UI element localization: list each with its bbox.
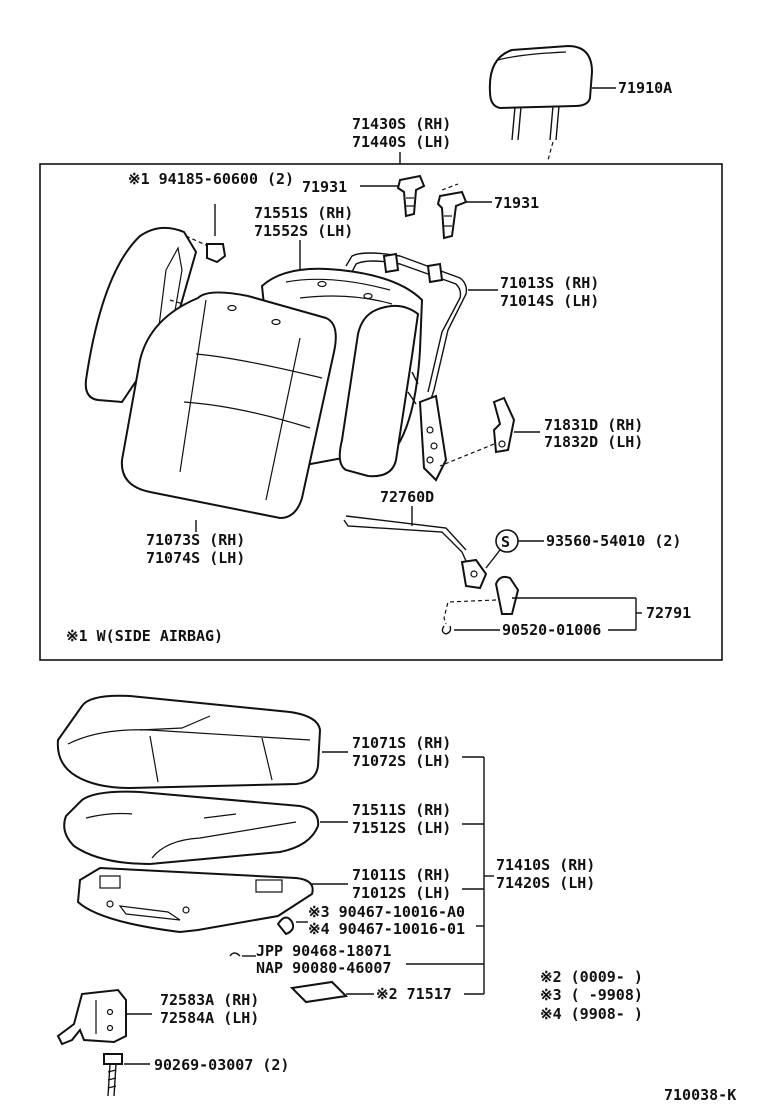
seatback-assembly-illustration bbox=[120, 291, 337, 520]
label-back-assy-rh: 71073S (RH) bbox=[146, 531, 245, 549]
recliner-lever-illustration bbox=[494, 575, 520, 615]
label-cushion-cover-rh: 71071S (RH) bbox=[352, 734, 451, 752]
seatback-frame-illustration bbox=[345, 252, 468, 482]
cushion-cover-illustration bbox=[56, 694, 322, 790]
label-clip: 90520-01006 bbox=[502, 621, 601, 639]
label-bolt: 90269-03007 (2) bbox=[154, 1056, 289, 1074]
footnote-4: ※4 (9908- ) bbox=[540, 1005, 643, 1023]
label-support-left: 71931 bbox=[302, 178, 347, 196]
airbag-nut-illustration bbox=[206, 243, 227, 264]
label-cushion-assy-rh: 71410S (RH) bbox=[496, 856, 595, 874]
label-back-cover-lh: 71440S (LH) bbox=[352, 133, 451, 151]
label-headrest: 71910A bbox=[618, 79, 672, 97]
label-circle-s: S bbox=[501, 533, 510, 551]
figure-id: 710038-K bbox=[664, 1086, 736, 1104]
small-pad-illustration bbox=[289, 980, 349, 1004]
label-back-cover-rh: 71430S (RH) bbox=[352, 115, 451, 133]
label-airbag-nut: ※1 94185-60600 (2) bbox=[128, 170, 294, 188]
headrest-illustration bbox=[488, 44, 594, 161]
label-back-pad-rh: 71551S (RH) bbox=[254, 204, 353, 222]
label-jpp: JPP 90468-18071 bbox=[256, 942, 391, 960]
clip-illustration bbox=[441, 625, 452, 635]
label-screw: 93560-54010 (2) bbox=[546, 532, 681, 550]
footnote-3: ※3 ( -9908) bbox=[540, 986, 643, 1004]
label-cushion-pad-rh: 71511S (RH) bbox=[352, 801, 451, 819]
cushion-bracket-illustration bbox=[56, 988, 127, 1046]
label-hinge-rh: 71831D (RH) bbox=[544, 416, 643, 434]
label-hog-ring-3: ※3 90467-10016-A0 bbox=[308, 903, 465, 921]
label-back-pad-lh: 71552S (LH) bbox=[254, 222, 353, 240]
recliner-rod-illustration bbox=[343, 515, 488, 590]
hinge-cover-illustration bbox=[492, 396, 516, 454]
seatback-group-frame bbox=[39, 163, 723, 661]
label-small-pad: ※2 71517 bbox=[376, 985, 452, 1003]
label-back-assy-lh: 71074S (LH) bbox=[146, 549, 245, 567]
cushion-pad-illustration bbox=[63, 790, 320, 866]
cushion-assy-bracket bbox=[406, 756, 494, 995]
label-cushion-pad-lh: 71512S (LH) bbox=[352, 819, 451, 837]
label-nap: NAP 90080-46007 bbox=[256, 959, 391, 977]
back-side-bolster-illustration bbox=[338, 304, 420, 478]
label-rod: 72760D bbox=[380, 488, 434, 506]
footnote-2: ※2 (0009- ) bbox=[540, 968, 643, 986]
headrest-support-left bbox=[396, 174, 426, 218]
label-cushion-assy-lh: 71420S (LH) bbox=[496, 874, 595, 892]
label-back-frame-lh: 71014S (LH) bbox=[500, 292, 599, 310]
headrest-support-right bbox=[436, 190, 468, 240]
note-side-airbag: ※1 W(SIDE AIRBAG) bbox=[66, 627, 223, 645]
label-lever: 72791 bbox=[646, 604, 691, 622]
label-cushion-cover-lh: 71072S (LH) bbox=[352, 752, 451, 770]
cushion-frame-illustration bbox=[76, 866, 314, 934]
label-hinge-lh: 71832D (LH) bbox=[544, 433, 643, 451]
label-support-right: 71931 bbox=[494, 194, 539, 212]
label-hog-ring-4: ※4 90467-10016-01 bbox=[308, 920, 465, 938]
label-cushion-frame-rh: 71011S (RH) bbox=[352, 866, 451, 884]
label-back-frame-rh: 71013S (RH) bbox=[500, 274, 599, 292]
hog-ring-illustration bbox=[276, 916, 295, 936]
label-bracket-lh: 72584A (LH) bbox=[160, 1009, 259, 1027]
clip-jpp-illustration bbox=[229, 952, 241, 957]
label-cushion-frame-lh: 71012S (LH) bbox=[352, 884, 451, 902]
bolt-illustration bbox=[103, 1053, 123, 1097]
label-bracket-rh: 72583A (RH) bbox=[160, 991, 259, 1009]
